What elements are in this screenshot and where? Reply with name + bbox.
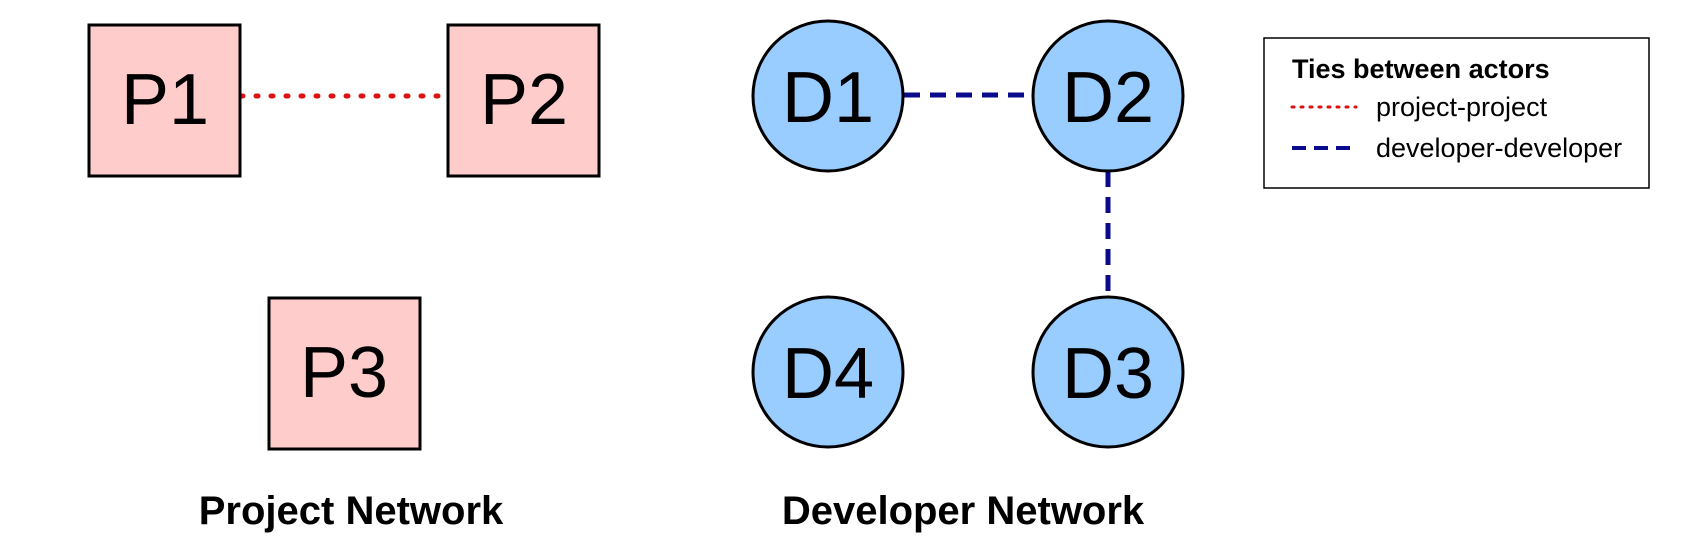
developer-network-caption: Developer Network <box>782 489 1145 533</box>
node-label: P1 <box>121 60 209 140</box>
developer-node-d2: D2 <box>1031 19 1185 173</box>
node-label: P2 <box>480 60 568 140</box>
node-label: P3 <box>300 333 388 413</box>
node-label: D1 <box>782 58 874 138</box>
legend-entry-project-project: project-project <box>1376 92 1548 122</box>
project-node-p3: P3 <box>267 296 422 451</box>
legend-entry-developer-developer: developer-developer <box>1376 133 1622 163</box>
project-node-p1: P1 <box>87 23 242 178</box>
legend-title: Ties between actors <box>1292 54 1550 84</box>
project-node-p2: P2 <box>446 23 601 178</box>
node-label: D3 <box>1062 334 1154 414</box>
developer-node-d3: D3 <box>1031 295 1185 449</box>
node-label: D4 <box>782 334 874 414</box>
developer-node-d1: D1 <box>751 19 905 173</box>
legend-box <box>1263 37 1650 189</box>
project-network-caption: Project Network <box>199 489 504 533</box>
node-label: D2 <box>1062 58 1154 138</box>
legend: Ties between actors project-project deve… <box>1263 37 1650 189</box>
developer-node-d4: D4 <box>751 295 905 449</box>
